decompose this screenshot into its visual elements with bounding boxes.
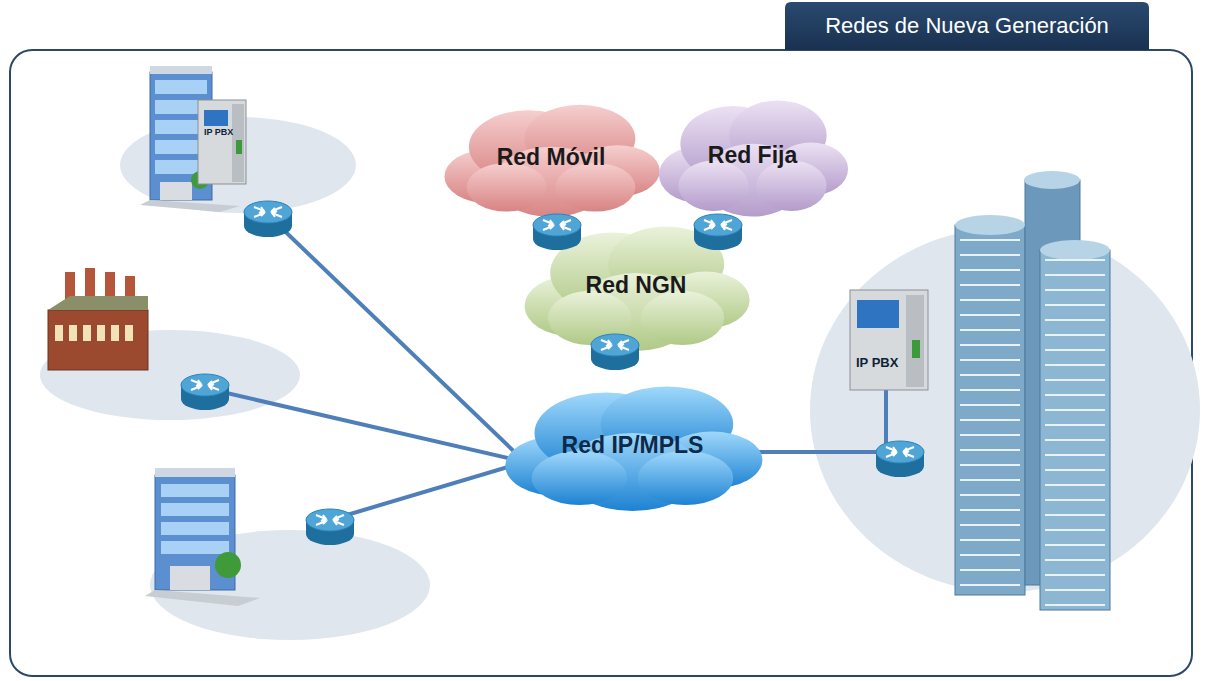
factory <box>48 268 148 370</box>
router-icon <box>876 441 924 477</box>
server-label: IP PBX <box>856 355 898 370</box>
office-building <box>145 468 260 606</box>
cloud-label: Red NGN <box>586 272 687 299</box>
office-towers <box>955 171 1110 610</box>
router-icon <box>533 214 581 250</box>
router-icon <box>181 374 229 410</box>
cloud-label: Red IP/MPLS <box>562 432 704 459</box>
cloud-label: Red Móvil <box>497 144 606 171</box>
link-line <box>330 462 525 520</box>
router-icon <box>694 214 742 250</box>
diagram-title: Redes de Nueva Generación <box>785 2 1149 50</box>
title-tab <box>785 2 1149 50</box>
router-icon <box>244 201 292 237</box>
cloud-label: Red Fija <box>708 142 797 169</box>
site-ground <box>150 530 430 640</box>
router-icon <box>306 509 354 545</box>
network-cloud: Red Fija <box>655 85 850 225</box>
link-line <box>205 388 525 462</box>
router-icon <box>591 334 639 370</box>
server-label: IP PBX <box>204 127 233 137</box>
link-line <box>268 215 525 462</box>
frame <box>10 50 1192 676</box>
network-cloud: Red Móvil <box>440 90 662 225</box>
ip-pbx-server <box>198 100 246 184</box>
network-cloud: Red IP/MPLS <box>500 370 765 520</box>
ip-pbx-server <box>850 290 928 390</box>
